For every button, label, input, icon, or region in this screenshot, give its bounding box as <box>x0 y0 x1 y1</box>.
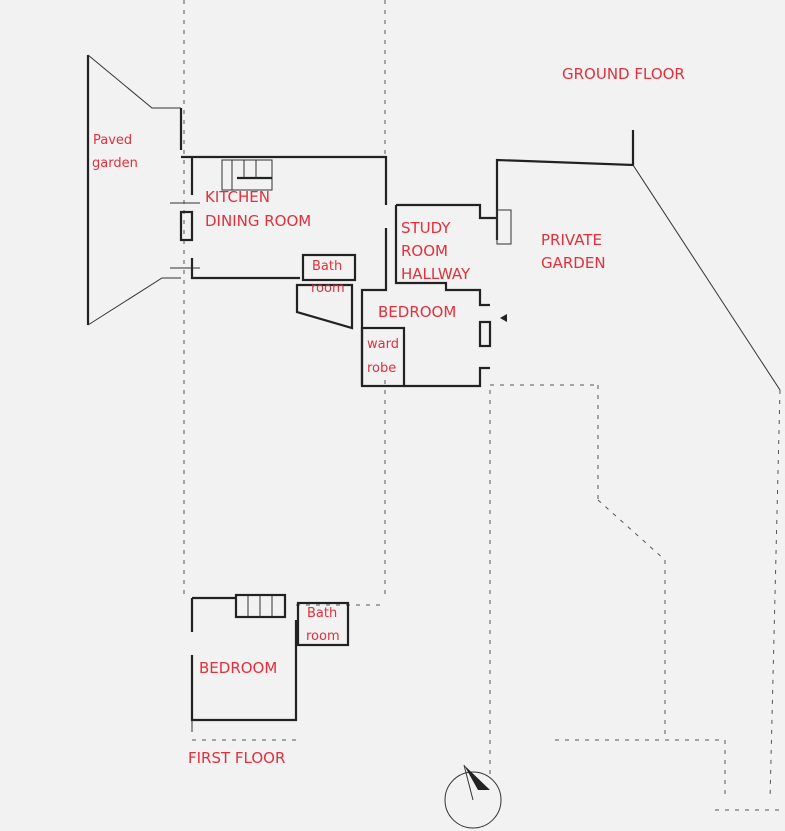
first-floor-title: FIRST FLOOR <box>188 749 285 767</box>
study-label: ROOM <box>401 242 448 260</box>
kitchen-label: KITCHEN <box>205 188 270 206</box>
ground-floor-title: GROUND FLOOR <box>562 65 685 83</box>
private-garden-label: PRIVATE <box>541 231 602 249</box>
wardrobe-label: robe <box>367 361 396 376</box>
bathroom-first-label: room <box>306 629 340 644</box>
bathroom-first-label: Bath <box>307 606 337 621</box>
dashed-boundaries <box>183 0 785 811</box>
paved-garden-label: Paved <box>93 133 132 148</box>
bathroom-label: Bath <box>312 259 342 274</box>
dining-room-label: DINING ROOM <box>205 212 311 230</box>
hallway-label: HALLWAY <box>401 265 471 283</box>
study-label: STUDY <box>401 219 451 237</box>
ground-floor-walls <box>86 54 781 391</box>
bedroom-first-label: BEDROOM <box>199 659 277 677</box>
north-compass <box>444 764 502 829</box>
bathroom-label: room <box>311 281 345 296</box>
private-garden-label: GARDEN <box>541 254 606 272</box>
bedroom-label: BEDROOM <box>378 303 456 321</box>
first-floor-walls <box>190 593 350 732</box>
stairs-ground <box>221 159 273 191</box>
wardrobe-label: ward <box>367 337 399 352</box>
paved-garden-label: garden <box>92 156 138 171</box>
